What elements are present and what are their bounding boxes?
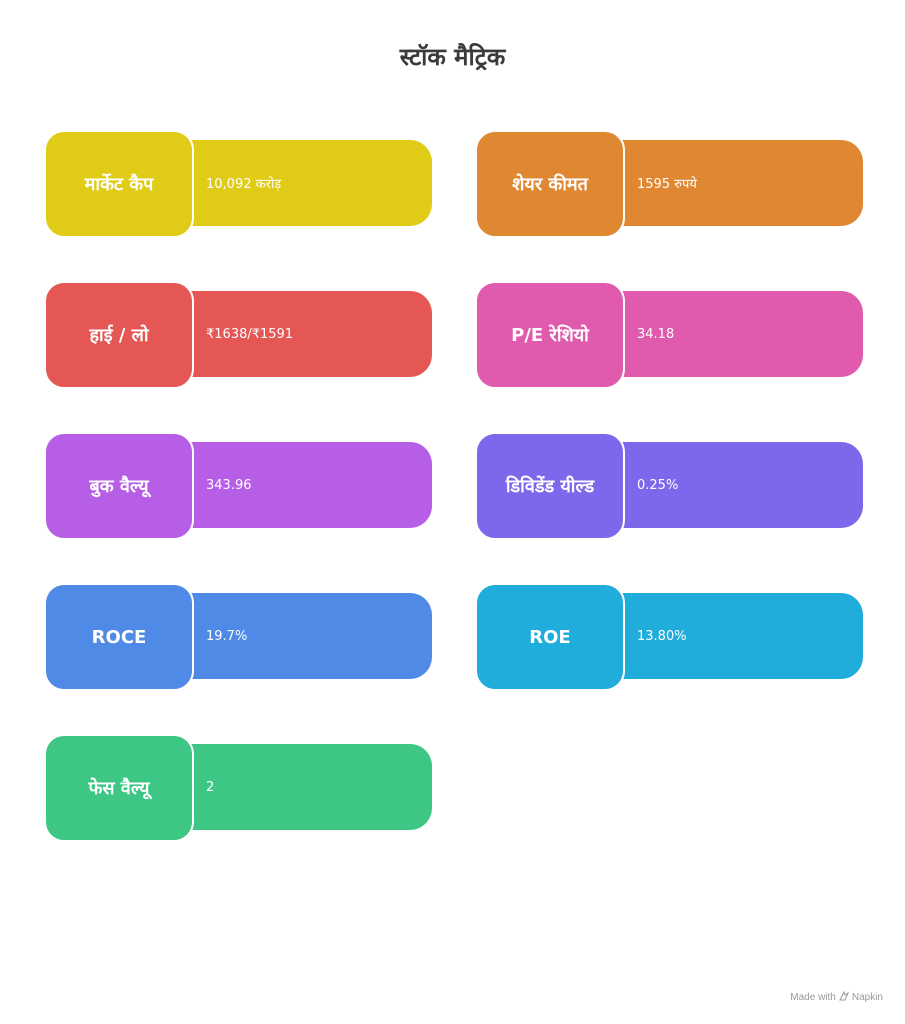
page-title: स्टॉक मैट्रिक [399,43,506,71]
metric-value: 343.96 [206,477,252,493]
footer-credit: Made with Napkin [790,990,883,1004]
metric-value: ₹1638/₹1591 [206,326,294,342]
metric-label: डिविडेंड यील्ड [505,476,595,497]
metric-label: मार्केट कैप [84,174,154,195]
metric-label: ROE [529,626,571,648]
metric-value-bar: 10,092 करोड़ [188,140,432,226]
metric-value-bar: 13.80% [619,593,863,679]
metric-card-high-low: ₹1638/₹1591 हाई / लो [44,281,432,389]
footer-brand: Napkin [851,992,883,1003]
metric-value-bar: 1595 रुपये [619,140,863,226]
metric-card-dividend-yield: 0.25% डिविडेंड यील्ड [475,432,863,540]
metric-value-bar: 2 [188,744,432,830]
metric-value-bar: 343.96 [188,442,432,528]
metric-value-bar: ₹1638/₹1591 [188,291,432,377]
metric-label-box: मार्केट कैप [44,130,194,238]
metric-value: 13.80% [637,628,687,644]
metric-label: ROCE [91,626,147,648]
metric-label-box: फेस वैल्यू [44,734,194,842]
metric-card-book-value: 343.96 बुक वैल्यू [44,432,432,540]
metric-value: 34.18 [637,326,675,342]
metric-label-box: बुक वैल्यू [44,432,194,540]
metric-card-market-cap: 10,092 करोड़ मार्केट कैप [44,130,432,238]
metric-card-face-value: 2 फेस वैल्यू [44,734,432,842]
metric-value: 19.7% [206,628,248,644]
metric-label-box: ROE [475,583,625,691]
metric-card-roe: 13.80% ROE [475,583,863,691]
metric-label-box: ROCE [44,583,194,691]
metric-label-box: P/E रेशियो [475,281,625,389]
napkin-logo-icon [839,990,849,1004]
metric-value-bar: 19.7% [188,593,432,679]
metric-label: शेयर कीमत [512,174,588,195]
metric-card-share-price: 1595 रुपये शेयर कीमत [475,130,863,238]
metric-label-box: डिविडेंड यील्ड [475,432,625,540]
metric-value: 0.25% [637,477,679,493]
metric-value-bar: 34.18 [619,291,863,377]
metric-value: 10,092 करोड़ [206,177,282,192]
metric-label: हाई / लो [89,325,149,346]
metric-label-box: हाई / लो [44,281,194,389]
metric-label: फेस वैल्यू [88,778,150,799]
metric-value: 1595 रुपये [637,177,697,192]
metric-card-roce: 19.7% ROCE [44,583,432,691]
metric-label: P/E रेशियो [511,325,589,346]
metric-label-box: शेयर कीमत [475,130,625,238]
metric-label: बुक वैल्यू [89,476,149,497]
footer-made-with: Made with [790,992,836,1003]
metric-value: 2 [206,779,215,795]
metric-value-bar: 0.25% [619,442,863,528]
metric-card-pe-ratio: 34.18 P/E रेशियो [475,281,863,389]
